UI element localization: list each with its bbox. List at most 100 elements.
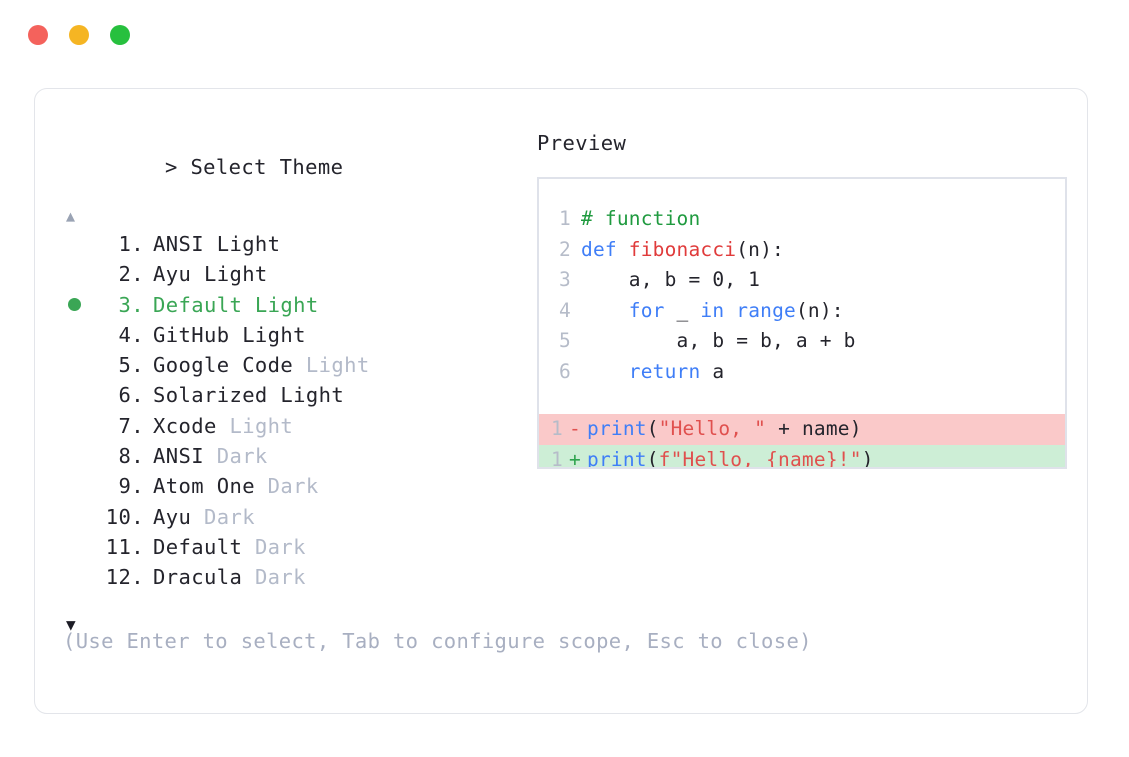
code-line: 6 return a — [539, 357, 1065, 388]
code-token-plain: ( — [646, 447, 659, 469]
code-token-string: f"Hello, {name}!" — [658, 447, 862, 469]
code-line-number: 4 — [559, 298, 571, 322]
code-token-keyword: for — [628, 298, 665, 322]
theme-list-item[interactable]: 12.Dracula Dark — [63, 565, 533, 595]
code-token-plain: ) — [861, 447, 874, 469]
theme-list-item[interactable]: 7.Xcode Light — [63, 414, 533, 444]
diff-line-content: print(f"Hello, {name}!") — [587, 445, 874, 469]
theme-item-number: 1. — [118, 232, 144, 256]
theme-item-name: Ayu — [153, 504, 192, 529]
scroll-down-icon[interactable]: ▼ — [66, 614, 76, 634]
code-token-builtin: print — [587, 417, 647, 440]
code-line-content: a, b = b, a + b — [581, 326, 856, 357]
code-line-number: 3 — [559, 268, 571, 291]
code-token-keyword: def — [581, 237, 629, 261]
theme-item-label: Ayu Dark — [144, 505, 255, 529]
theme-item-label: Dracula Dark — [144, 565, 306, 589]
code-line-number: 6 — [559, 359, 571, 383]
keyboard-hint-text: (Use Enter to select, Tab to configure s… — [63, 629, 812, 653]
code-line-content: # function — [581, 204, 700, 235]
preview-label: Preview — [537, 131, 627, 155]
code-token-plain: + name) — [766, 417, 862, 440]
code-line-number: 5 — [559, 329, 571, 352]
window-minimize-button[interactable] — [69, 25, 89, 45]
theme-item-name: Solarized Light — [153, 383, 345, 408]
code-line: 4 for _ in range(n): — [539, 296, 1065, 327]
theme-list-column: > Select Theme ▲ 1. ANSI Light 2. Ayu Light… — [63, 131, 533, 638]
code-line-content: for _ in range(n): — [581, 296, 844, 327]
diff-line-number: 1 — [551, 417, 563, 440]
code-line-content: return a — [581, 357, 724, 388]
theme-list-item[interactable]: 5.Google Code Light — [63, 353, 533, 383]
theme-item-variant: Dark — [242, 534, 306, 559]
theme-list-item[interactable]: 11.Default Dark — [63, 535, 533, 565]
diff-line-add: 1+print(f"Hello, {name}!") — [539, 444, 1065, 469]
code-token-func: fibonacci — [628, 237, 737, 261]
theme-item-label: Default Light — [144, 293, 319, 317]
code-line-content: def fibonacci(n): — [581, 235, 784, 266]
selected-bullet-icon — [68, 297, 81, 311]
code-token-plain — [724, 299, 736, 322]
theme-selector-card: > Select Theme ▲ 1. ANSI Light 2. Ayu Light… — [34, 88, 1088, 714]
diff-sign-add: + — [569, 447, 581, 469]
theme-item-name: Default Light — [153, 292, 319, 317]
window-close-button[interactable] — [28, 25, 48, 45]
theme-list: 1. ANSI Light 2. Ayu Light 3. Default Light 4.… — [63, 232, 533, 596]
theme-item-name: ANSI Light — [153, 232, 281, 256]
theme-list-item[interactable]: 4.GitHub Light — [63, 323, 533, 353]
theme-list-item[interactable]: 10.Ayu Dark — [63, 505, 533, 535]
theme-list-item[interactable]: 9.Atom One Dark — [63, 474, 533, 504]
code-line: 3 a, b = 0, 1 — [539, 265, 1065, 296]
theme-list-item[interactable]: 8.ANSI Dark — [63, 444, 533, 474]
theme-list-item[interactable]: 3. Default Light — [63, 293, 533, 323]
code-line-content: a, b = 0, 1 — [581, 265, 760, 296]
theme-item-variant: Dark — [254, 474, 319, 499]
theme-item-variant: Light — [216, 413, 294, 438]
theme-item-variant: Dark — [191, 504, 255, 529]
theme-item-number: 10. — [105, 504, 144, 529]
theme-list-item[interactable]: 1. ANSI Light — [63, 232, 533, 262]
theme-list-item[interactable]: 2. Ayu Light — [63, 262, 533, 292]
theme-item-number: 9. — [118, 474, 144, 499]
theme-item-number: 2. — [118, 262, 144, 287]
code-token-plain — [581, 299, 629, 322]
code-token-string: "Hello, " — [658, 417, 767, 440]
code-line: 5 a, b = b, a + b — [539, 326, 1065, 357]
theme-item-variant: Dark — [242, 565, 306, 590]
diff-sign-del: - — [569, 417, 581, 440]
page-title: Select Theme — [190, 155, 344, 179]
theme-item-number: 5. — [118, 353, 144, 378]
theme-item-number: 8. — [118, 444, 144, 469]
code-token-plain: ( — [646, 417, 659, 440]
prompt-caret-icon: > — [164, 155, 178, 179]
window-maximize-button[interactable] — [110, 25, 130, 45]
theme-item-name: Default — [153, 534, 243, 559]
code-token-plain — [581, 360, 629, 383]
theme-item-label: GitHub Light — [144, 323, 306, 347]
theme-item-label: ANSI Dark — [144, 444, 268, 468]
theme-list-item[interactable]: 6. Solarized Light — [63, 383, 533, 413]
theme-item-number: 3. — [118, 292, 144, 317]
theme-item-number: 7. — [118, 413, 144, 438]
code-token-plain: a, b = b, a + b — [581, 329, 856, 352]
code-token-plain: a — [700, 359, 725, 383]
theme-item-label: Xcode Light — [144, 414, 293, 438]
scroll-up-icon[interactable]: ▲ — [66, 207, 76, 225]
theme-item-name: Google Code — [153, 353, 294, 378]
window-titlebar — [0, 0, 1129, 70]
theme-item-name: Dracula — [153, 565, 243, 590]
code-token-keyword: return — [628, 359, 701, 383]
code-token-plain: _ — [664, 298, 701, 322]
theme-item-label: Solarized Light — [144, 383, 344, 407]
code-token-builtin: range — [736, 298, 796, 322]
theme-item-name: GitHub Light — [153, 322, 306, 347]
code-token-plain: a, b = 0, 1 — [581, 268, 761, 291]
theme-item-name: ANSI — [153, 444, 204, 469]
theme-item-label: Google Code Light — [144, 353, 370, 377]
theme-item-number: 6. — [118, 383, 144, 408]
theme-item-name: Ayu Light — [153, 262, 268, 287]
theme-item-label: Default Dark — [144, 535, 306, 559]
theme-item-label: Ayu Light — [144, 262, 268, 286]
